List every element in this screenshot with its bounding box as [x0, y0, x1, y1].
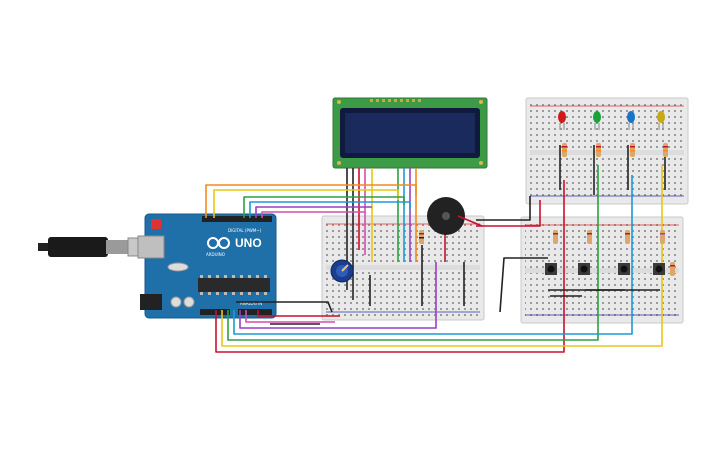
resistor-btn-3	[625, 230, 630, 244]
resistor-lcd	[419, 230, 424, 244]
board-brand: ARDUINO	[206, 252, 225, 257]
arduino-logo-icon	[207, 237, 230, 249]
push-button-3	[618, 263, 630, 275]
analog-label: ANALOG IN	[240, 301, 262, 306]
wires	[205, 145, 666, 353]
resistor-btn-2	[587, 230, 592, 244]
arduino-uno: UNO ARDUINO DIGITAL (PWM~) ANALOG IN	[137, 213, 277, 319]
led-red	[558, 111, 566, 130]
piezo-buzzer	[427, 197, 483, 235]
push-button-1	[545, 263, 557, 275]
power-jack	[140, 294, 162, 310]
led-blue	[627, 111, 635, 130]
atmega-chip	[198, 278, 270, 292]
lcd-screen	[345, 113, 475, 153]
usb-cable	[38, 237, 151, 257]
resistor-led-3	[630, 143, 635, 157]
power-header	[200, 309, 230, 315]
resistor-btn-1	[553, 230, 558, 244]
digital-header	[202, 216, 272, 222]
resistor-btn-5	[670, 262, 675, 276]
resistor-led-4	[663, 143, 668, 157]
push-button-4	[653, 263, 665, 275]
resistor-btn-4	[660, 230, 665, 244]
push-button-2	[578, 263, 590, 275]
lcd-module	[332, 97, 488, 169]
breadboard-main	[321, 215, 485, 321]
digital-label: DIGITAL (PWM~)	[228, 228, 262, 233]
analog-header	[238, 309, 272, 315]
push-buttons	[545, 263, 665, 275]
led-yellow	[657, 111, 665, 130]
reset-button	[151, 219, 161, 229]
resistors	[419, 143, 675, 276]
board-name: UNO	[235, 236, 262, 250]
leds	[558, 111, 665, 130]
led-green	[593, 111, 601, 130]
potentiometer	[330, 259, 354, 283]
resistor-led-2	[596, 143, 601, 157]
resistor-led-1	[562, 143, 567, 157]
breadboard-top	[525, 97, 689, 205]
usb-port	[137, 235, 165, 259]
